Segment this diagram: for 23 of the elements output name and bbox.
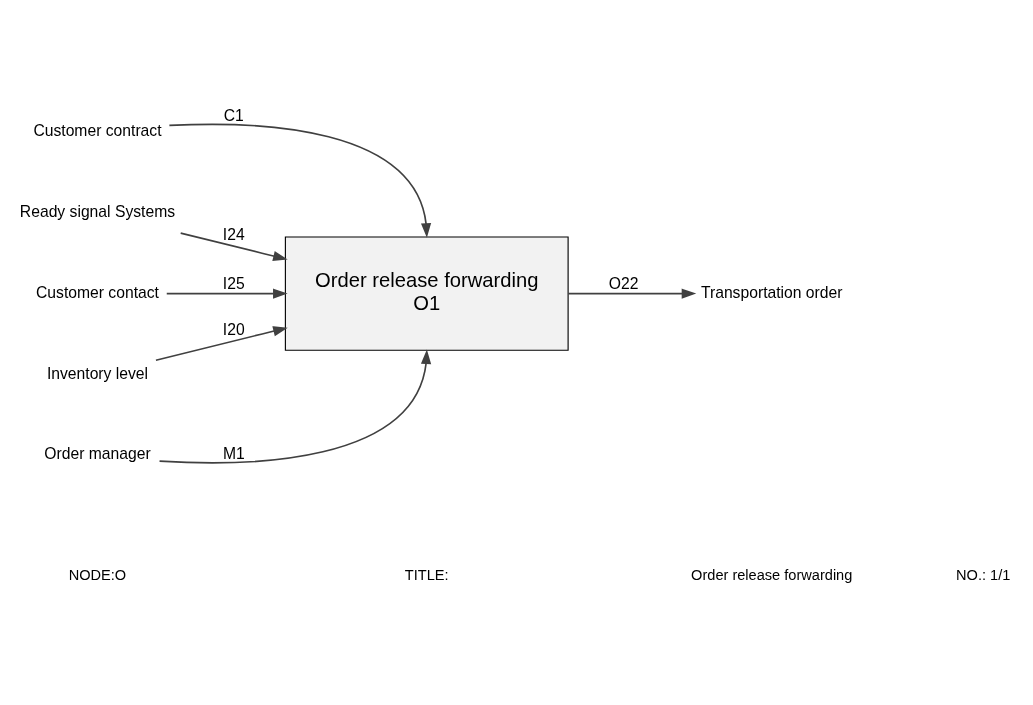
node-text: Order manager: [44, 445, 151, 463]
node-text: Customer contract: [33, 122, 162, 140]
edge-label: O22: [608, 275, 639, 293]
node-text: Ready signal Systems: [19, 202, 176, 220]
label: Order release forwarding: [691, 567, 853, 584]
node-text: Inventory level: [46, 364, 149, 382]
arrow: [168, 123, 432, 238]
node-text: Customer contact: [36, 283, 159, 301]
node-box: Order release forwarding O1: [284, 236, 569, 351]
edge-label: I20: [222, 321, 245, 339]
edge-label: M1: [222, 444, 245, 462]
arrow: [155, 326, 288, 362]
label: NODE:O: [68, 567, 127, 584]
arrow: [567, 288, 697, 299]
edge-label: I24: [222, 225, 245, 243]
edge-label: C1: [223, 107, 244, 125]
label: NO.: 1/1: [956, 567, 1011, 584]
label: TITLE:: [404, 567, 449, 584]
arrow: [179, 232, 288, 261]
arrow: [158, 349, 432, 464]
node-text: Transportation order: [700, 283, 843, 301]
edge-label: I25: [222, 275, 245, 293]
arrow: [165, 288, 288, 299]
